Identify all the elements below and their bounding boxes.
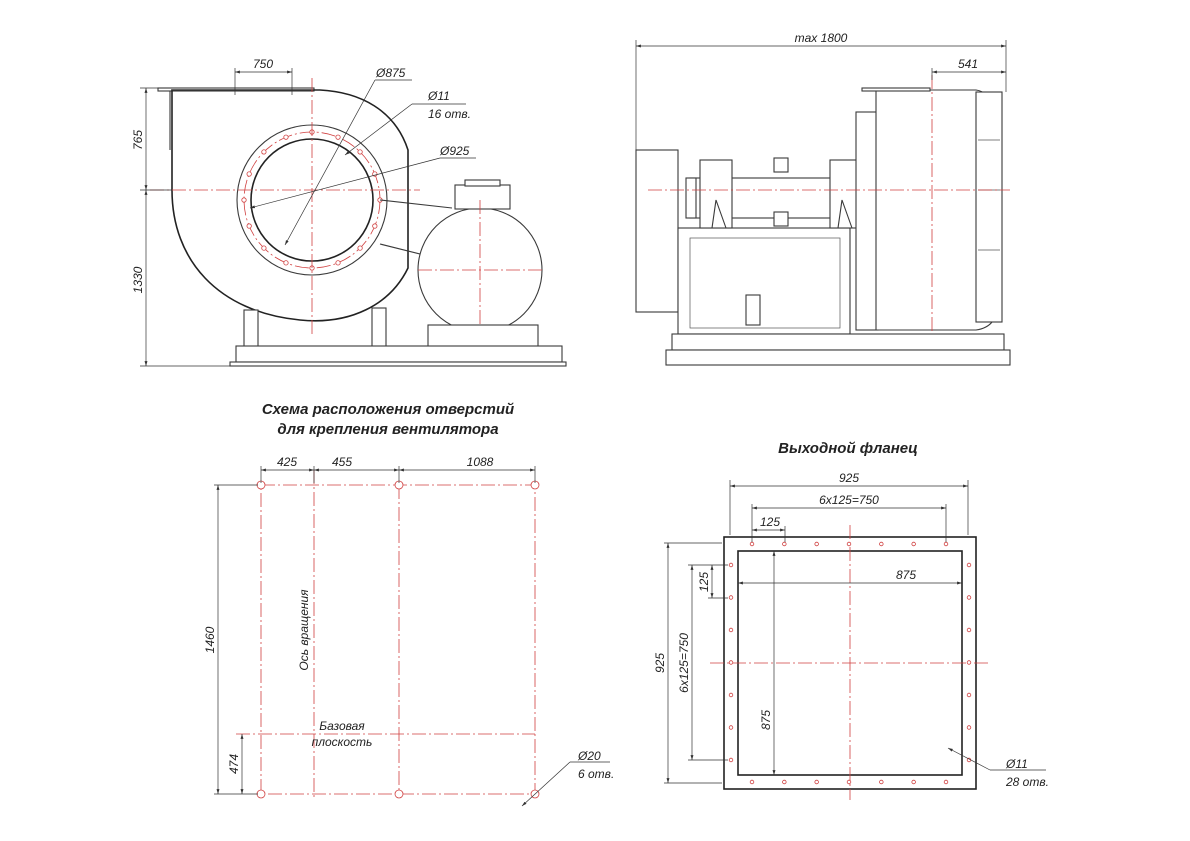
inlet-hole bbox=[241, 197, 247, 203]
dim-flange-pitch-height: 6x125=750 bbox=[677, 633, 691, 693]
flange-hole bbox=[966, 595, 972, 600]
outlet-flange: Выходной фланец 925 6x125=750 125 875 92… bbox=[653, 440, 1049, 800]
dim-inlet-diameter: Ø875 bbox=[375, 66, 406, 80]
bearing-right bbox=[829, 159, 859, 229]
rotation-axis-label: Ось вращения bbox=[297, 589, 311, 671]
side-view: max 1800 541 bbox=[635, 31, 1011, 366]
flange-hole-count: 28 отв. bbox=[1005, 775, 1049, 789]
flange-hole bbox=[943, 779, 949, 785]
inlet-flange-holes bbox=[241, 129, 383, 271]
flange-hole bbox=[966, 627, 972, 633]
mount-hole-diameter: Ø20 bbox=[577, 749, 601, 763]
inlet-hole bbox=[283, 134, 289, 140]
dim-flange-step-height: 125 bbox=[697, 572, 711, 592]
flange-hole bbox=[911, 779, 916, 785]
side-base-frame bbox=[671, 333, 1005, 351]
dim-flange-outer-width: 925 bbox=[839, 471, 859, 485]
dim-flange-pitch-width: 6x125=750 bbox=[819, 493, 879, 507]
flange-hole bbox=[782, 779, 787, 785]
flange-hole bbox=[966, 692, 972, 698]
flange-hole bbox=[728, 627, 734, 633]
base-plane-label-1: Базовая bbox=[319, 719, 365, 733]
dim-425: 425 bbox=[277, 455, 297, 469]
dim-1460: 1460 bbox=[203, 626, 217, 653]
flange-hole bbox=[879, 779, 884, 785]
flange-hole bbox=[728, 725, 734, 730]
dim-1088: 1088 bbox=[467, 455, 494, 469]
flange-hole bbox=[879, 541, 884, 547]
dim-flange-outer-height: 925 bbox=[653, 653, 667, 673]
mount-hole-count: 6 отв. bbox=[578, 767, 614, 781]
mounting-hole bbox=[256, 789, 266, 799]
flange-hole bbox=[814, 541, 819, 547]
flange-hole bbox=[749, 541, 755, 547]
flange-hole bbox=[943, 541, 949, 547]
flange-hole bbox=[966, 725, 972, 730]
front-view: 750 765 1330 Ø875 Ø11 16 отв. Ø925 bbox=[131, 57, 567, 367]
flange-hole bbox=[728, 562, 734, 568]
flange-hole bbox=[846, 541, 852, 547]
flange-hole bbox=[966, 660, 972, 665]
dim-455: 455 bbox=[332, 455, 352, 469]
dim-474: 474 bbox=[227, 754, 241, 774]
dim-flange-diameter: Ø925 bbox=[439, 144, 470, 158]
bearing-left bbox=[699, 159, 733, 229]
flange-hole bbox=[728, 660, 734, 665]
inlet-hole bbox=[261, 149, 267, 155]
dim-flange-step-width: 125 bbox=[760, 515, 780, 529]
flange-hole bbox=[782, 541, 787, 547]
dim-outlet-offset: 541 bbox=[958, 57, 978, 71]
mounting-plan: Схема расположения отверстий для креплен… bbox=[203, 401, 614, 807]
dim-height-upper: 765 bbox=[131, 130, 145, 150]
flange-hole bbox=[749, 779, 755, 785]
belt-guard bbox=[635, 149, 679, 313]
mounting-hole bbox=[394, 789, 404, 799]
inlet-hole bbox=[357, 149, 363, 155]
dim-top: 750 bbox=[253, 57, 273, 71]
flange-hole bbox=[728, 692, 734, 698]
inlet-hole bbox=[335, 134, 341, 140]
flange-hole bbox=[911, 541, 916, 547]
flange-hole bbox=[966, 562, 972, 568]
dim-flange-inner-height: 875 bbox=[759, 710, 773, 730]
inlet-hole bbox=[283, 260, 289, 266]
flange-hole bbox=[728, 595, 734, 600]
dim-hole-count: 16 отв. bbox=[428, 107, 471, 121]
inlet-hole bbox=[246, 171, 252, 177]
inlet-hole bbox=[246, 223, 252, 229]
base-frame bbox=[235, 345, 563, 363]
flange-hole bbox=[814, 779, 819, 785]
mounting-plan-title-1: Схема расположения отверстий bbox=[262, 401, 514, 418]
outlet-flange-holes bbox=[728, 541, 972, 785]
dim-total-length: max 1800 bbox=[795, 31, 848, 45]
scroll-casing bbox=[171, 89, 409, 322]
flange-hole bbox=[728, 757, 734, 763]
dim-flange-inner-width: 875 bbox=[896, 568, 916, 582]
outlet-flange-title: Выходной фланец bbox=[778, 440, 918, 457]
flange-hole bbox=[846, 779, 852, 785]
flange-hole-diameter: Ø11 bbox=[1005, 757, 1028, 771]
mounting-plan-title-2: для крепления вентилятора bbox=[277, 421, 498, 438]
motor-terminal-box bbox=[454, 184, 511, 210]
inlet-hole bbox=[261, 245, 267, 251]
dim-height-lower: 1330 bbox=[131, 266, 145, 293]
inlet-hole bbox=[357, 245, 363, 251]
bearing-pedestal bbox=[677, 227, 851, 335]
inlet-hole bbox=[335, 260, 341, 266]
inlet-hole bbox=[372, 223, 378, 229]
dim-hole-diameter: Ø11 bbox=[427, 89, 450, 103]
base-plane-label-2: плоскость bbox=[312, 735, 373, 749]
